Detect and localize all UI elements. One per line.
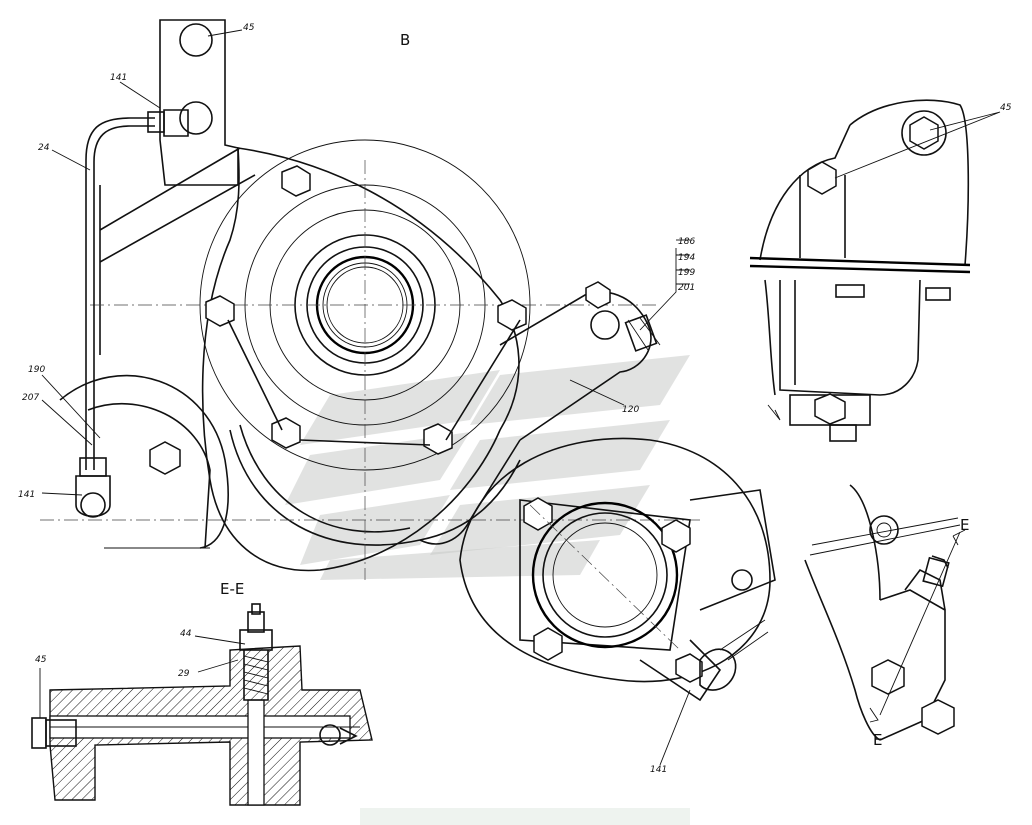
detail-lower-right — [804, 484, 961, 741]
main-housing — [40, 19, 700, 580]
callout-201: 201 — [678, 283, 695, 293]
callout-190: 190 — [28, 365, 45, 375]
lever-arm — [419, 281, 661, 545]
callout-45-section: 45 — [35, 655, 47, 665]
bottom-strip — [360, 808, 690, 825]
watermark-logo — [285, 355, 690, 580]
callout-120: 120 — [622, 405, 639, 415]
detail-upper-right — [749, 99, 971, 442]
outlet-flange — [459, 437, 776, 702]
callout-141-left: 141 — [18, 490, 35, 500]
callout-45-right: 45 — [1000, 103, 1012, 113]
callout-45-top: 45 — [243, 23, 255, 33]
leader-lines — [39, 29, 1001, 766]
callout-186: 186 — [678, 237, 695, 247]
callout-24: 24 — [38, 143, 50, 153]
callout-207: 207 — [22, 393, 39, 403]
section-mark-bottom: Е — [873, 731, 882, 749]
section-e-e — [31, 603, 373, 806]
view-label: В — [400, 31, 410, 49]
pipe-assembly — [59, 109, 229, 549]
section-title: Е-Е — [220, 580, 244, 598]
callout-194: 194 — [678, 253, 695, 263]
callout-141-bottom: 141 — [650, 765, 667, 775]
callout-44: 44 — [180, 629, 192, 639]
callout-29: 29 — [178, 669, 190, 679]
section-mark-top: Е — [960, 516, 969, 534]
callout-199: 199 — [678, 268, 695, 278]
callout-141-top: 141 — [110, 73, 127, 83]
